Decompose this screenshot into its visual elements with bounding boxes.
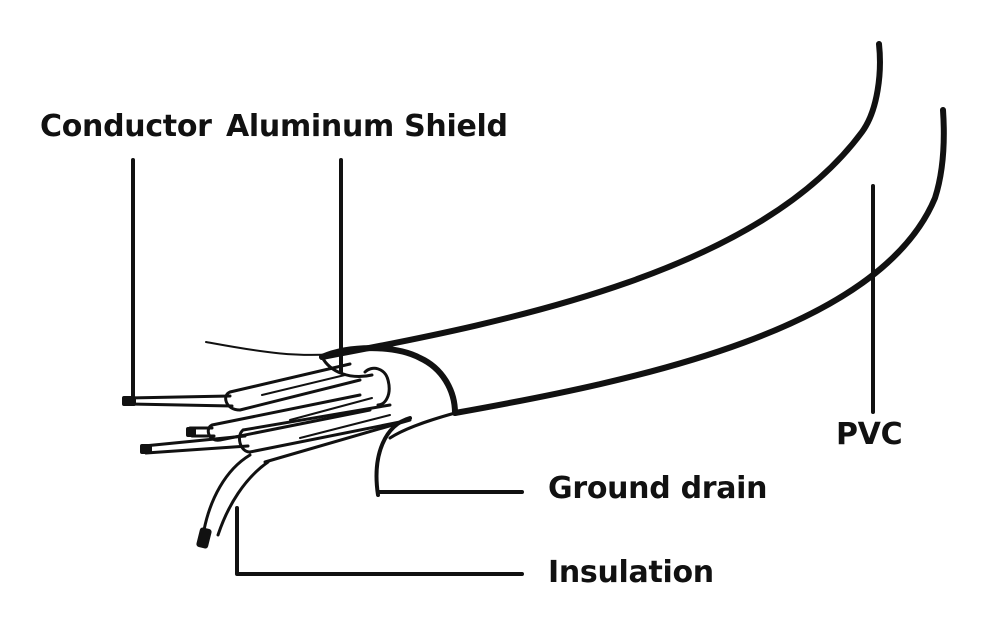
aluminum-shield-foil bbox=[363, 366, 391, 407]
label-aluminum-shield: Aluminum Shield bbox=[226, 109, 508, 144]
conductor-tip-bottom bbox=[196, 527, 212, 549]
aluminum-shield-foil-2 bbox=[320, 355, 374, 378]
label-insulation: Insulation bbox=[548, 555, 714, 590]
label-pvc: PVC bbox=[836, 417, 903, 452]
conductor-wire-top-outer bbox=[224, 362, 362, 412]
pvc-jacket-bottom-edge bbox=[452, 107, 947, 416]
label-ground-drain: Ground drain bbox=[548, 471, 768, 506]
conductor-wire-low-outer bbox=[238, 403, 402, 454]
cable-filler-lines bbox=[261, 374, 391, 439]
pvc-jacket-opening bbox=[319, 345, 458, 416]
conductor-tip-low bbox=[140, 444, 152, 454]
pvc-jacket-top-edge bbox=[319, 41, 883, 360]
ground-drain-thin bbox=[205, 341, 353, 356]
pvc-jacket-opening-lower bbox=[388, 411, 457, 440]
conductor-wire-bottom-outer bbox=[202, 418, 412, 537]
label-conductor: Conductor bbox=[40, 109, 212, 144]
conductor-tip-top bbox=[122, 396, 136, 406]
conductor-wire-low-core bbox=[142, 434, 250, 455]
conductor-tip-mid bbox=[186, 427, 196, 437]
leader-insulation bbox=[235, 506, 524, 576]
conductor-wire-top-core bbox=[126, 394, 234, 408]
